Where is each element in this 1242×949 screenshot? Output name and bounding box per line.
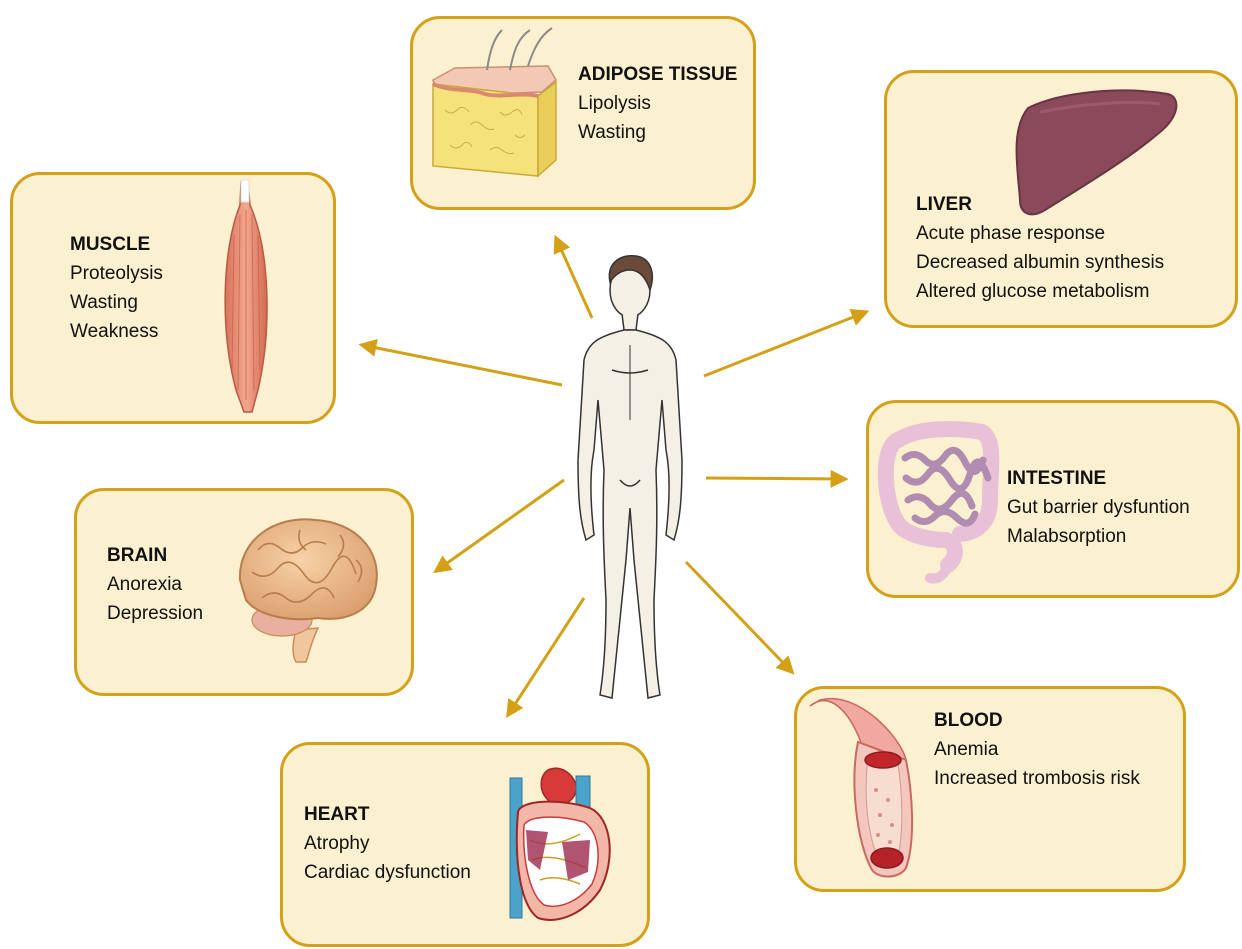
arrow-to-brain bbox=[436, 480, 564, 571]
heart-label: HEART Atrophy Cardiac dysfunction bbox=[304, 800, 471, 887]
muscle-icon bbox=[225, 180, 267, 412]
muscle-title: MUSCLE bbox=[70, 230, 163, 259]
brain-effect-1: Anorexia bbox=[107, 570, 203, 599]
blood-effect-2: Increased trombosis risk bbox=[934, 764, 1140, 793]
adipose-effect-2: Wasting bbox=[578, 118, 737, 147]
adipose-effect-1: Lipolysis bbox=[578, 89, 737, 118]
arrow-to-liver bbox=[704, 312, 866, 376]
blood-effect-1: Anemia bbox=[934, 735, 1140, 764]
arrow-to-muscle bbox=[362, 345, 562, 385]
blood-label: BLOOD Anemia Increased trombosis risk bbox=[934, 706, 1140, 793]
liver-label: LIVER Acute phase response Decreased alb… bbox=[916, 190, 1164, 306]
human-body-icon bbox=[578, 256, 682, 698]
intestine-icon bbox=[886, 429, 992, 578]
intestine-label: INTESTINE Gut barrier dysfuntion Malabso… bbox=[1007, 464, 1190, 551]
arrow-to-adipose bbox=[556, 238, 592, 318]
heart-effect-1: Atrophy bbox=[304, 829, 471, 858]
adipose-tissue-label: ADIPOSE TISSUE Lipolysis Wasting bbox=[578, 60, 737, 147]
brain-title: BRAIN bbox=[107, 541, 203, 570]
intestine-effect-2: Malabsorption bbox=[1007, 522, 1190, 551]
liver-effect-2: Decreased albumin synthesis bbox=[916, 248, 1164, 277]
muscle-effect-3: Weakness bbox=[70, 317, 163, 346]
muscle-effect-2: Wasting bbox=[70, 288, 163, 317]
arrow-to-intestine bbox=[706, 478, 845, 479]
brain-label: BRAIN Anorexia Depression bbox=[107, 541, 203, 628]
heart-icon bbox=[510, 768, 610, 920]
intestine-title: INTESTINE bbox=[1007, 464, 1190, 493]
blood-title: BLOOD bbox=[934, 706, 1140, 735]
brain-icon bbox=[240, 519, 377, 662]
arrow-to-heart bbox=[508, 598, 584, 715]
liver-effect-3: Altered glucose metabolism bbox=[916, 277, 1164, 306]
intestine-effect-1: Gut barrier dysfuntion bbox=[1007, 493, 1190, 522]
liver-effect-1: Acute phase response bbox=[916, 219, 1164, 248]
arrow-to-blood bbox=[686, 562, 792, 672]
blood-vessel-icon bbox=[810, 699, 912, 877]
heart-title: HEART bbox=[304, 800, 471, 829]
adipose-tissue-title: ADIPOSE TISSUE bbox=[578, 60, 737, 89]
liver-title: LIVER bbox=[916, 190, 1164, 219]
heart-effect-2: Cardiac dysfunction bbox=[304, 858, 471, 887]
brain-effect-2: Depression bbox=[107, 599, 203, 628]
muscle-label: MUSCLE Proteolysis Wasting Weakness bbox=[70, 230, 163, 346]
muscle-effect-1: Proteolysis bbox=[70, 259, 163, 288]
adipose-tissue-icon bbox=[433, 28, 556, 176]
